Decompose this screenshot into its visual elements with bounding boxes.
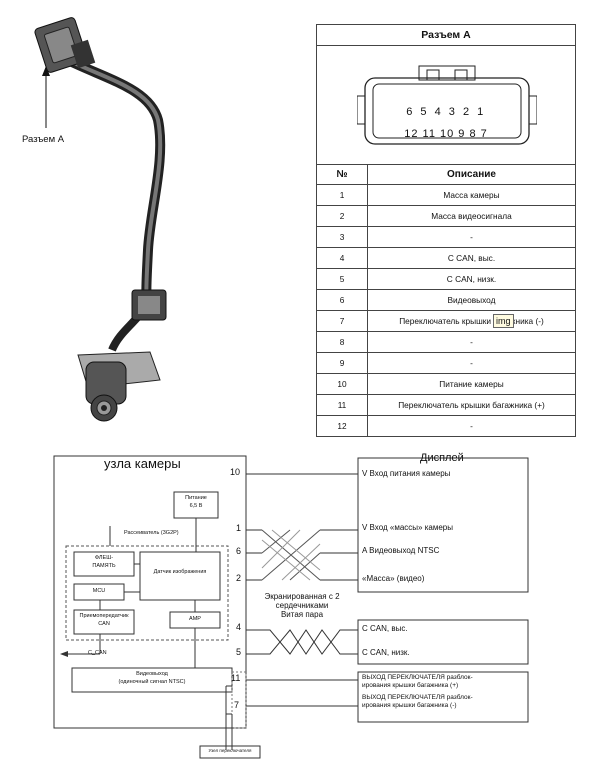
can-high-wire: [246, 629, 358, 655]
pin-desc: Видеовыход: [367, 289, 576, 311]
display-video-ground: «Масса» (видео): [362, 574, 425, 583]
pin-number: 6: [236, 546, 242, 556]
pin-number: 4: [236, 622, 242, 632]
pin-num: 12: [316, 415, 368, 437]
pin-desc: Масса видеосигнала: [367, 205, 576, 227]
wiring-schematic: [53, 455, 529, 759]
pin-desc: Масса камеры: [367, 184, 576, 206]
display-power-input: V Вход питания камеры: [362, 469, 451, 478]
pin-num: 3: [316, 226, 368, 248]
connector-face: 6 5 4 3 2 1 12 11 10 9 8 7: [316, 45, 576, 165]
connector-title: Разъем A: [316, 24, 576, 46]
table-row: 12-: [316, 415, 576, 437]
camera-harness-illustration: [34, 17, 167, 422]
pin-num: 4: [316, 247, 368, 269]
can-box: [357, 619, 529, 665]
mcu-label: MCU: [92, 588, 106, 594]
pin-desc: Питание камеры: [367, 373, 576, 395]
pin-num: 5: [316, 268, 368, 290]
display-title: Дисплей: [420, 452, 464, 464]
camera-unit: [77, 351, 161, 422]
switch-node-label: Узел переключателя: [208, 748, 252, 753]
pin-desc: -: [367, 226, 576, 248]
img-badge[interactable]: img: [493, 314, 514, 328]
table-row: 3-: [316, 226, 576, 248]
display-video-output: A Видеовыход NTSC: [362, 546, 440, 555]
shielded-pair: [261, 529, 321, 581]
header-num: №: [316, 164, 368, 185]
pin-desc: Переключатель крышки багажника (-): [367, 310, 576, 332]
pin-num: 2: [316, 205, 368, 227]
pin-number: 1: [236, 523, 242, 533]
module-group: [65, 545, 229, 641]
display-box: [357, 457, 529, 593]
pin-num: 8: [316, 331, 368, 353]
pin-desc: -: [367, 352, 576, 374]
pin-number: 10: [230, 467, 241, 477]
pin-number: 11: [231, 673, 241, 683]
switch-box: [357, 671, 529, 723]
pin-desc: -: [367, 331, 576, 353]
pin-num: 7: [316, 310, 368, 332]
can-low-wire: [246, 629, 358, 655]
sensor-box: [139, 551, 221, 601]
switch-plus-label: ВЫХОД ПЕРЕКЛЮЧАТЕЛЯ разблок- ирования кр…: [362, 674, 473, 689]
table-row: 9-: [316, 352, 576, 374]
pin-number: 5: [236, 647, 242, 657]
connector-pin-table: Разъем A 6 5 4 3 2 1 12 11 10 9 8 7 № Оп…: [316, 24, 576, 437]
pin-desc: Переключатель крышки багажника (+): [367, 394, 576, 416]
can-low-label: C CAN, низк.: [362, 648, 410, 657]
c-can-label: C_CAN: [88, 650, 107, 656]
video-out-label: Видеовыход (одиночный сигнал NTSC): [118, 671, 186, 685]
pin-num: 9: [316, 352, 368, 374]
pin-desc: C CAN, низк.: [367, 268, 576, 290]
pin-number: 2: [236, 573, 242, 583]
pin-desc: C CAN, выс.: [367, 247, 576, 269]
scatter-label: Рассеиватель (3G2P): [124, 530, 179, 536]
pin-num: 10: [316, 373, 368, 395]
header-desc: Описание: [367, 164, 576, 185]
switch-node-box: [199, 745, 261, 759]
connector-top-pins: 6 5 4 3 2 1: [406, 106, 486, 118]
can-tx-box: [73, 609, 135, 635]
switch-minus-label: ВЫХОД ПЕРЕКЛЮЧАТЕЛЯ разблок- ирования кр…: [362, 694, 473, 709]
connector-a-label: Разъем A: [22, 134, 65, 145]
pin-num: 1: [316, 184, 368, 206]
table-row: 8-: [316, 331, 576, 353]
pin-num: 6: [316, 289, 368, 311]
sensor-label: Датчик изображения: [153, 569, 207, 575]
amp-label: AMP: [189, 616, 201, 622]
pin-number: 7: [234, 700, 240, 710]
connector-outline: [357, 65, 537, 145]
can-high-label: C CAN, выс.: [362, 624, 408, 633]
pin-desc: -: [367, 415, 576, 437]
connector-bottom-pins: 12 11 10 9 8 7: [404, 128, 488, 140]
connector-a-plug: [34, 17, 96, 73]
can-tx-label: Приемопередатчик CAN: [79, 613, 129, 627]
camera-box: [53, 455, 247, 729]
flash-label: ФЛЕШ- ПАМЯТЬ: [92, 555, 116, 569]
shield-note: Экранированная с 2 сердечниками Витая па…: [264, 592, 340, 619]
display-ground-input: V Вход «массы» камеры: [362, 523, 453, 532]
power-label: Питание 6,5 В: [185, 495, 207, 509]
camera-title: узла камеры: [104, 456, 181, 471]
inline-connector: [131, 289, 167, 321]
pin-num: 11: [316, 394, 368, 416]
